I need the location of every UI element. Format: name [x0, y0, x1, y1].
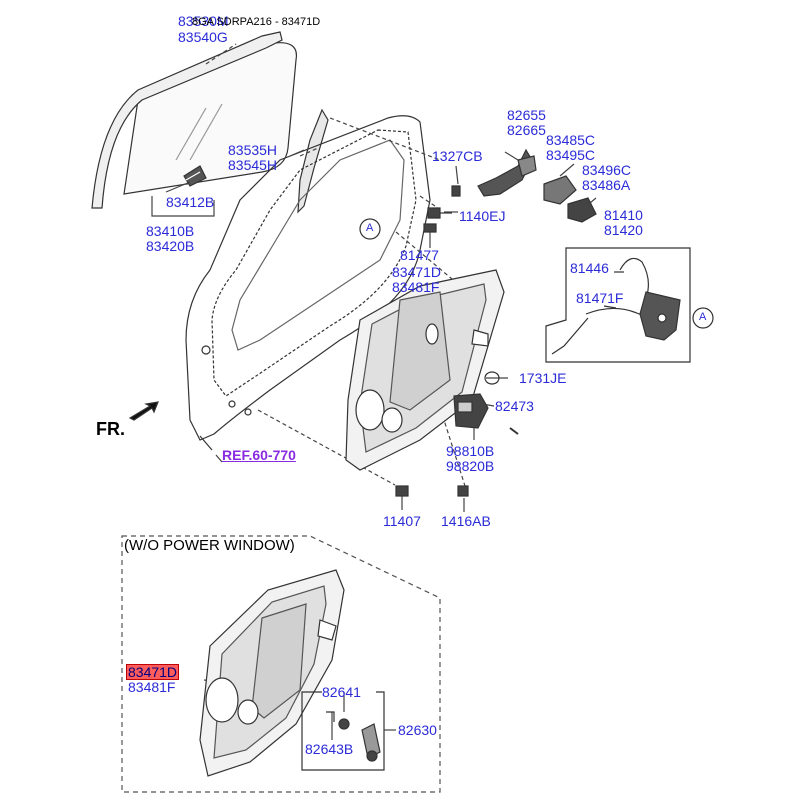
small-parts-box	[301, 691, 385, 771]
callout-a-right: A	[699, 311, 707, 323]
handle-cover	[543, 175, 597, 223]
fasteners-top	[423, 185, 461, 233]
label-1731je: 1731JE	[519, 370, 567, 386]
label-83540g: 83540G	[178, 29, 228, 45]
lower-door-module-panel	[199, 569, 345, 777]
label-83410b: 83410B	[146, 223, 195, 239]
variant-box-outline	[121, 535, 441, 793]
label-83481f-top: 83481F	[392, 279, 440, 295]
callout-circles	[359, 218, 714, 329]
label-82665: 82665	[507, 122, 546, 138]
window-motor	[453, 393, 519, 435]
label-1416ab: 1416AB	[441, 513, 491, 529]
label-83495c: 83495C	[546, 147, 596, 163]
bolts-bottom	[395, 485, 469, 497]
handle-bracket	[477, 148, 537, 197]
label-83412b: 83412B	[166, 194, 215, 210]
label-82630: 82630	[398, 722, 437, 738]
label-83481f-bottom: 83481F	[128, 679, 176, 695]
leader-lines	[205, 43, 466, 487]
label-83485c: 83485C	[546, 132, 596, 148]
header-part-number: 83530M	[178, 13, 229, 29]
label-83471d-top: 83471D	[392, 264, 442, 280]
variant-box-title: (W/O POWER WINDOW)	[124, 537, 295, 554]
label-83545h: 83545H	[228, 157, 278, 173]
door-module-panel	[345, 269, 505, 471]
callout-a-left: A	[366, 222, 374, 234]
label-1140ej: 1140EJ	[459, 208, 506, 224]
label-82655: 82655	[507, 107, 546, 123]
label-81477: 81477	[400, 247, 439, 263]
label-83496c: 83496C	[582, 162, 632, 178]
label-82643b: 82643B	[305, 741, 354, 757]
label-1327cb: 1327CB	[432, 148, 483, 164]
latch-box	[545, 247, 691, 363]
label-83471d-bottom-highlighted[interactable]: 83471D	[126, 664, 180, 680]
label-83420b: 83420B	[146, 238, 195, 254]
label-82641: 82641	[322, 684, 361, 700]
label-81471f: 81471F	[576, 290, 624, 306]
label-82473: 82473	[495, 398, 534, 414]
label-81410: 81410	[604, 207, 643, 223]
o-ring	[484, 371, 500, 385]
label-83486a: 83486A	[582, 177, 631, 193]
front-arrow-icon	[128, 401, 159, 421]
header-reference: 8GA SDRPA216 - 83471D	[192, 16, 321, 28]
front-direction-label: FR.	[96, 419, 125, 439]
label-98820b: 98820B	[446, 458, 495, 474]
label-81446: 81446	[570, 260, 609, 276]
label-81420: 81420	[604, 222, 643, 238]
label-98810b: 98810B	[446, 443, 495, 459]
label-11407: 11407	[383, 513, 421, 529]
label-83535h: 83535H	[228, 142, 278, 158]
door-glass	[91, 31, 298, 209]
ref-link[interactable]: REF.60-770	[222, 447, 296, 463]
division-channel	[297, 108, 329, 214]
door-shell	[185, 115, 431, 451]
